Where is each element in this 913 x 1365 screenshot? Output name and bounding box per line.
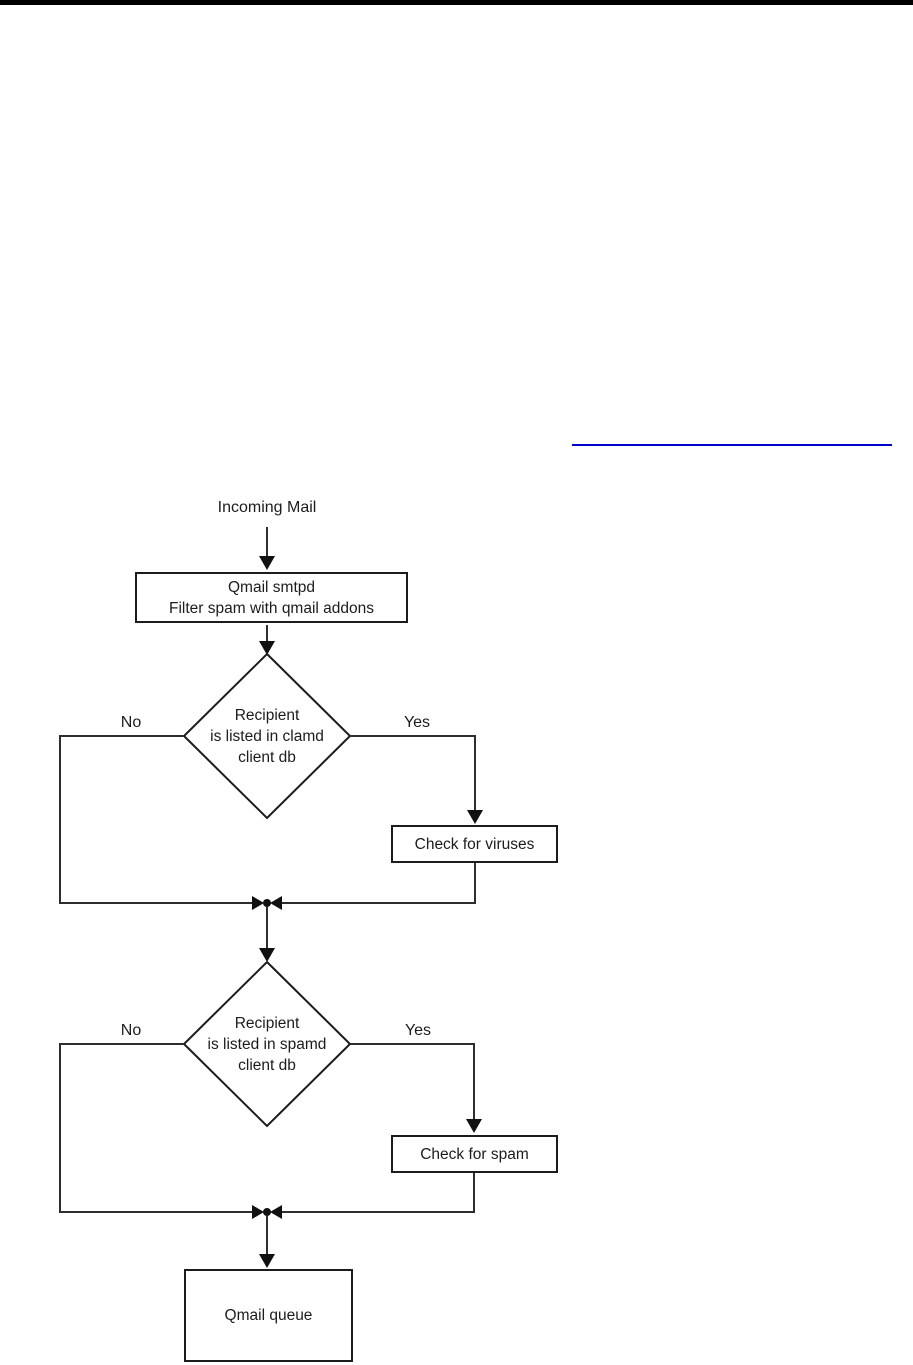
process-box-qmail-smtpd: Qmail smtpd Filter spam with qmail addon…: [135, 572, 408, 623]
decision2-yes-label: Yes: [404, 1022, 432, 1039]
decision1-no-label: No: [120, 714, 142, 731]
merge-point-1: [252, 896, 282, 910]
decision1-line3: client db: [238, 749, 296, 766]
flow-arrow-to-decision2: [259, 907, 275, 962]
process-box-line1: Qmail smtpd: [228, 578, 315, 596]
decision1-yes-path: [350, 735, 483, 824]
end-box-label: Qmail queue: [224, 1307, 313, 1324]
decision1-line2: is listed in clamd: [210, 728, 324, 745]
divider-rule: [572, 444, 892, 446]
action1-label: Check for viruses: [414, 835, 535, 853]
process-box-line2: Filter spam with qmail addons: [168, 599, 375, 617]
decision1-line1: Recipient: [234, 707, 300, 724]
decision1-text: Recipient is listed in clamd client db: [177, 705, 357, 768]
decision2-diamond: [182, 960, 352, 1128]
decision1-diamond: [182, 652, 352, 820]
flow-arrow-to-queue: [259, 1216, 275, 1268]
decision2-text: Recipient is listed in spamd client db: [177, 1013, 357, 1076]
end-box-qmail-queue: Qmail queue: [184, 1269, 353, 1362]
decision2-no-path: [59, 1043, 256, 1213]
decision2-line2: is listed in spamd: [207, 1036, 327, 1053]
decision2-no-label: No: [120, 1022, 142, 1039]
action-box-check-viruses: Check for viruses: [391, 825, 558, 863]
action2-out-path: [278, 1173, 475, 1213]
start-label: Incoming Mail: [217, 499, 317, 516]
merge-point-2: [252, 1205, 282, 1219]
decision2-line1: Recipient: [234, 1015, 300, 1032]
decision1-no-path: [59, 735, 256, 904]
action-box-check-spam: Check for spam: [391, 1135, 558, 1173]
page-top-border: [0, 0, 913, 5]
action2-label: Check for spam: [420, 1145, 529, 1163]
action1-out-path: [278, 863, 476, 904]
decision2-line3: client db: [238, 1057, 296, 1074]
flow-arrow-to-decision1: [259, 625, 275, 655]
flow-arrow-start: [259, 527, 275, 570]
decision1-yes-label: Yes: [403, 714, 431, 731]
decision2-yes-path: [350, 1043, 482, 1133]
